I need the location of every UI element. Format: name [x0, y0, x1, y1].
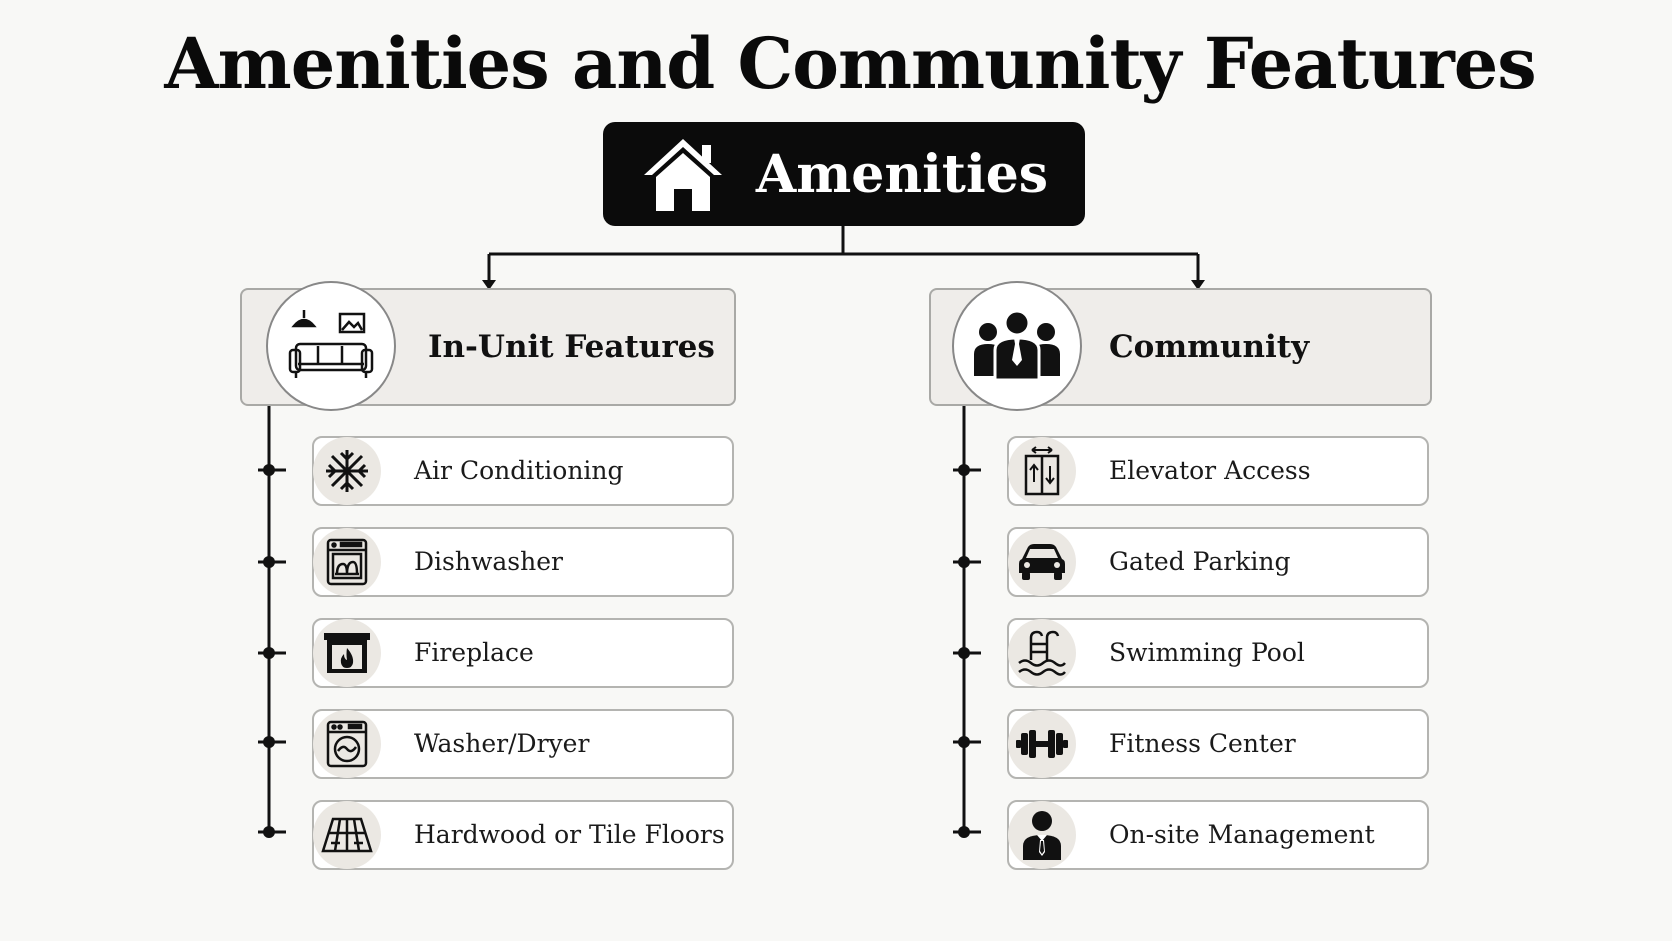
list-item-dishwasher: Dishwasher	[312, 527, 734, 597]
manager-icon	[1008, 801, 1076, 869]
list-item-fitness-center: Fitness Center	[1007, 709, 1429, 779]
house-icon	[643, 139, 722, 211]
list-item-floors: Hardwood or Tile Floors	[312, 800, 734, 870]
dumbbell-icon	[1008, 710, 1076, 778]
item-label: Elevator Access	[1109, 456, 1311, 485]
snowflake-icon	[313, 437, 381, 505]
branch-label: In-Unit Features	[428, 329, 715, 365]
item-label: On-site Management	[1109, 820, 1375, 849]
elevator-icon	[1008, 437, 1076, 505]
car-icon	[1008, 528, 1076, 596]
list-item-fireplace: Fireplace	[312, 618, 734, 688]
list-item-air-conditioning: Air Conditioning	[312, 436, 734, 506]
diagram-title: Amenities and Community Features	[164, 22, 1536, 105]
floor-tiles-icon	[313, 801, 381, 869]
item-label: Air Conditioning	[414, 456, 624, 485]
item-label: Swimming Pool	[1109, 638, 1305, 667]
list-item-swimming-pool: Swimming Pool	[1007, 618, 1429, 688]
item-label: Washer/Dryer	[414, 729, 590, 758]
list-item-elevator: Elevator Access	[1007, 436, 1429, 506]
item-label: Hardwood or Tile Floors	[414, 820, 725, 849]
people-group-icon	[952, 281, 1082, 411]
branch-label: Community Services	[1109, 329, 1310, 479]
item-label: Fireplace	[414, 638, 534, 667]
list-item-gated-parking: Gated Parking	[1007, 527, 1429, 597]
washer-icon	[313, 710, 381, 778]
item-label: Dishwasher	[414, 547, 563, 576]
fireplace-icon	[313, 619, 381, 687]
root-label: Amenities	[755, 143, 1049, 205]
root-node-amenities: Amenities	[603, 122, 1085, 226]
dishwasher-icon	[313, 528, 381, 596]
pool-icon	[1008, 619, 1076, 687]
branch-dots	[263, 464, 970, 838]
item-label: Fitness Center	[1109, 729, 1296, 758]
living-room-icon	[266, 281, 396, 411]
list-item-washer-dryer: Washer/Dryer	[312, 709, 734, 779]
item-label: Gated Parking	[1109, 547, 1291, 576]
list-item-on-site-management: On-site Management	[1007, 800, 1429, 870]
